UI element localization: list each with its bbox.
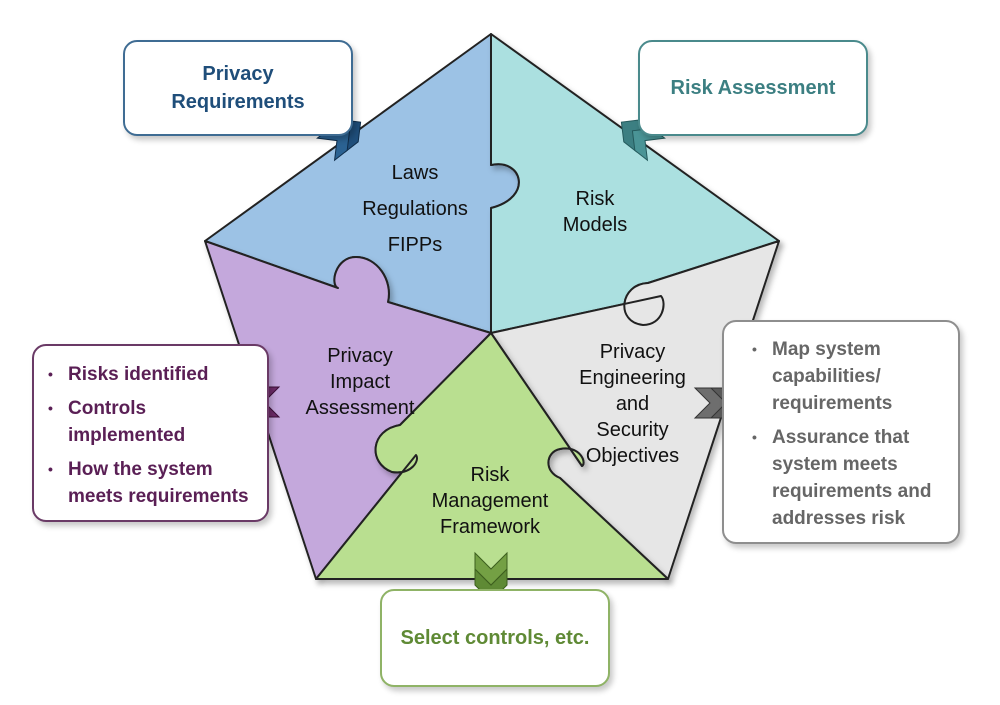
privacy-requirements-line-2: Requirements [171, 91, 305, 113]
piece-peso-label: Privacy Engineering and Security Objecti… [560, 339, 705, 469]
regulations-line: Regulations [362, 198, 468, 220]
peso-line-3: and [615, 393, 650, 415]
peso-result-item: Map system capabilities/ requirements [744, 336, 954, 417]
pia-results-box: Risks identified Controls implemented Ho… [32, 344, 269, 522]
pia-result-item: How the system meets requirements [40, 456, 263, 510]
peso-line-1: Privacy [599, 341, 666, 363]
pia-line-3: Assessment [305, 397, 415, 419]
peso-line-4: Security [596, 419, 669, 441]
rmf-line-2: Management [431, 490, 549, 512]
piece-risk-models-label: Risk Models [520, 186, 670, 238]
pia-result-item: Risks identified [40, 361, 263, 388]
privacy-requirements-box: Privacy Requirements [123, 40, 353, 136]
privacy-requirements-line-1: Privacy [202, 63, 274, 85]
peso-results-box: Map system capabilities/ requirements As… [722, 320, 960, 544]
fipps-line: FIPPs [387, 234, 443, 256]
peso-results-list: Map system capabilities/ requirements As… [744, 336, 954, 539]
pia-line-2: Impact [329, 371, 391, 393]
peso-line-5: Objectives [585, 445, 680, 467]
risk-assessment-title: Risk Assessment [670, 77, 836, 99]
piece-rmf-label: Risk Management Framework [410, 462, 570, 540]
select-controls-title: Select controls, etc. [400, 627, 590, 649]
pia-result-item: Controls implemented [40, 395, 263, 449]
rmf-line-1: Risk [470, 464, 510, 486]
peso-line-2: Engineering [579, 367, 686, 389]
laws-line: Laws [391, 162, 439, 184]
privacy-requirements-title: Privacy Requirements [125, 60, 351, 116]
risk-line: Risk [575, 188, 615, 210]
piece-pia-label: Privacy Impact Assessment [290, 343, 430, 421]
rmf-line-3: Framework [439, 516, 540, 538]
risk-assessment-box: Risk Assessment [638, 40, 868, 136]
models-line: Models [562, 214, 628, 236]
pia-line-1: Privacy [327, 345, 393, 367]
select-controls-box: Select controls, etc. [380, 589, 610, 687]
piece-rmf [315, 332, 669, 580]
pia-results-list: Risks identified Controls implemented Ho… [40, 361, 263, 517]
peso-result-item: Assurance that system meets requirements… [744, 424, 954, 532]
piece-laws-label: Laws Regulations FIPPs [315, 155, 515, 263]
